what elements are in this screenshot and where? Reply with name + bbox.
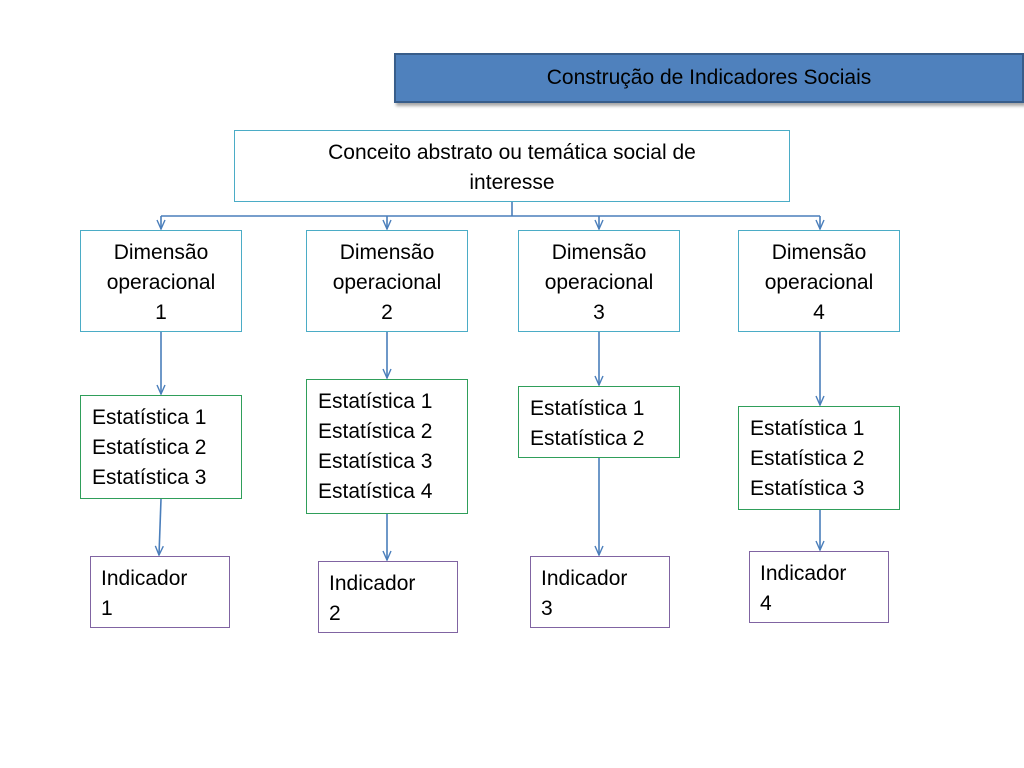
indicator-box-1: Indicador 1 xyxy=(90,556,230,628)
indicator-4-line-1: Indicador xyxy=(760,562,847,585)
statistics-2-item-3: Estatística 3 xyxy=(318,450,433,473)
indicator-box-4: Indicador 4 xyxy=(749,551,889,623)
dimension-box-2: Dimensão operacional 2 xyxy=(306,230,468,332)
dimension-4-line-2: operacional xyxy=(764,271,874,294)
indicator-2-line-2: 2 xyxy=(329,602,341,625)
statistics-4-item-3: Estatística 3 xyxy=(750,477,865,500)
concept-box: Conceito abstrato ou temática social de … xyxy=(234,130,790,202)
dimension-4-line-1: Dimensão xyxy=(771,241,867,264)
statistics-box-3: Estatística 1 Estatística 2 xyxy=(518,386,680,458)
indicator-3-line-2: 3 xyxy=(541,597,553,620)
statistics-1-item-3: Estatística 3 xyxy=(92,466,207,489)
indicator-1-line-1: Indicador xyxy=(101,567,188,590)
statistics-box-1: Estatística 1 Estatística 2 Estatística … xyxy=(80,395,242,499)
dimension-box-3: Dimensão operacional 3 xyxy=(518,230,680,332)
statistics-box-4: Estatística 1 Estatística 2 Estatística … xyxy=(738,406,900,510)
statistics-4-item-1: Estatística 1 xyxy=(750,417,865,440)
dimension-2-line-3: 2 xyxy=(381,301,393,324)
statistics-1-item-1: Estatística 1 xyxy=(92,406,207,429)
dimension-3-line-2: operacional xyxy=(544,271,654,294)
indicator-3-line-1: Indicador xyxy=(541,567,628,590)
indicator-4-line-2: 4 xyxy=(760,592,772,615)
dimension-3-line-3: 3 xyxy=(593,301,605,324)
indicator-box-2: Indicador 2 xyxy=(318,561,458,633)
statistics-2-item-1: Estatística 1 xyxy=(318,390,433,413)
dimension-1-line-2: operacional xyxy=(106,271,216,294)
dimension-2-line-2: operacional xyxy=(332,271,442,294)
statistics-2-item-2: Estatística 2 xyxy=(318,420,433,443)
dimension-4-line-3: 4 xyxy=(813,301,825,324)
statistics-1-item-2: Estatística 2 xyxy=(92,436,207,459)
concept-text-line-1: Conceito abstrato ou temática social de xyxy=(328,141,696,164)
dimension-1-line-3: 1 xyxy=(155,301,167,324)
dimension-box-4: Dimensão operacional 4 xyxy=(738,230,900,332)
statistics-box-2: Estatística 1 Estatística 2 Estatística … xyxy=(306,379,468,514)
indicator-box-3: Indicador 3 xyxy=(530,556,670,628)
statistics-3-item-2: Estatística 2 xyxy=(530,427,645,450)
indicator-2-line-1: Indicador xyxy=(329,572,416,595)
dimension-2-line-1: Dimensão xyxy=(339,241,435,264)
statistics-3-item-1: Estatística 1 xyxy=(530,397,645,420)
dimension-box-1: Dimensão operacional 1 xyxy=(80,230,242,332)
diagram-title: Construção de Indicadores Sociais xyxy=(394,53,1024,103)
dimension-3-line-1: Dimensão xyxy=(551,241,647,264)
dimension-1-line-1: Dimensão xyxy=(113,241,209,264)
indicator-1-line-2: 1 xyxy=(101,597,113,620)
statistics-4-item-2: Estatística 2 xyxy=(750,447,865,470)
concept-text-line-2: interesse xyxy=(469,171,555,194)
statistics-2-item-4: Estatística 4 xyxy=(318,480,433,503)
arrow-statistics-1-to-indicator-1 xyxy=(154,498,164,557)
